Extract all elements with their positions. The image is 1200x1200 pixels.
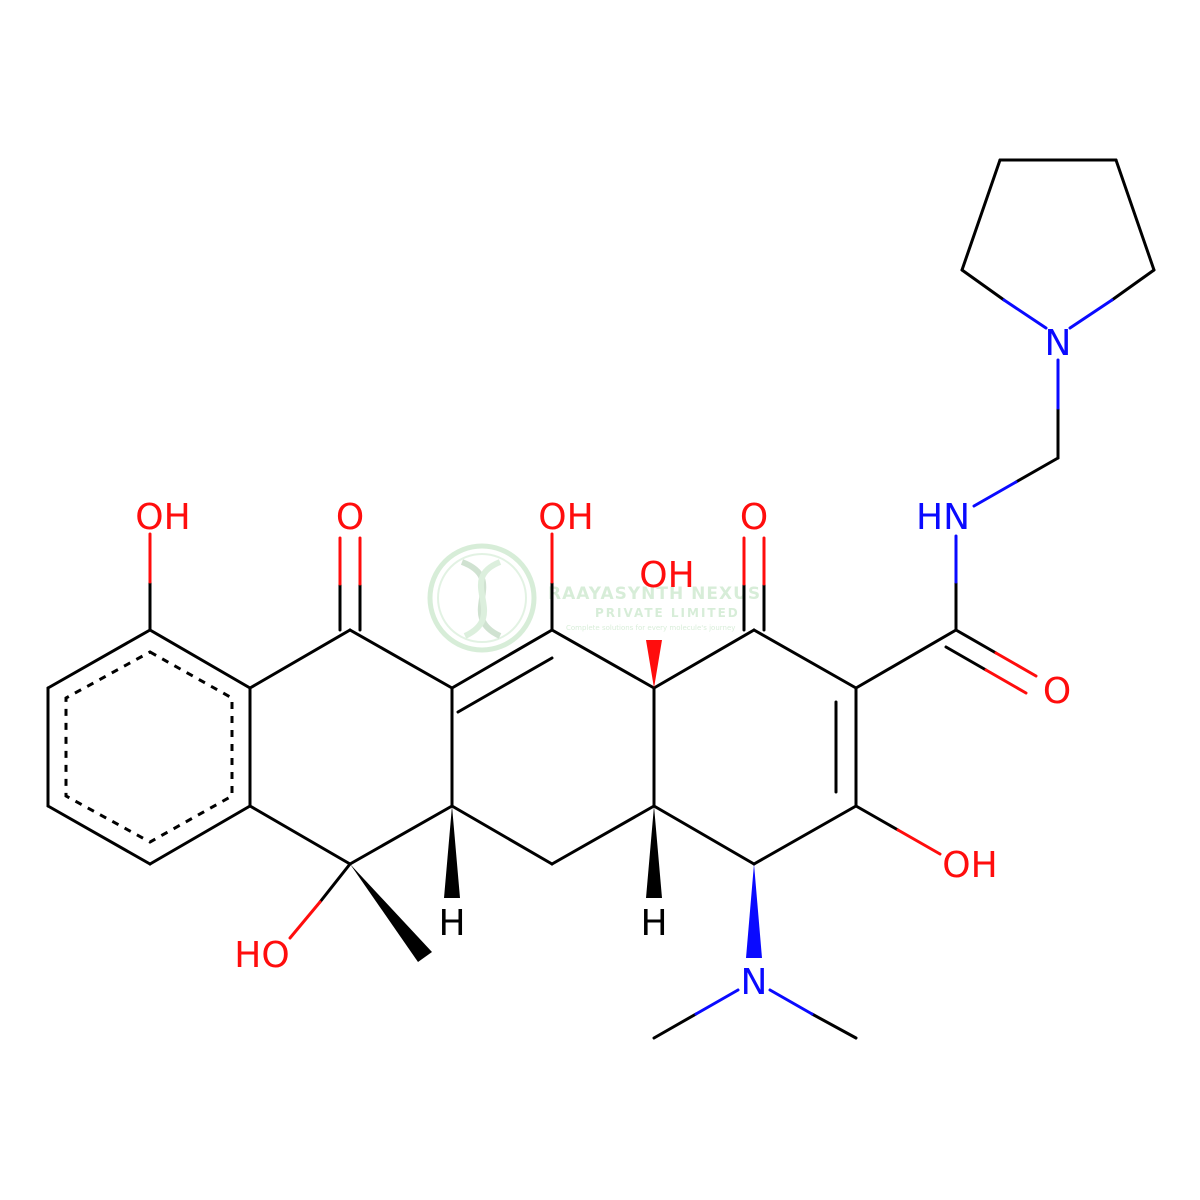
atom-o-ketone-left: O bbox=[336, 497, 364, 538]
wedge-bond-h-right bbox=[646, 806, 662, 898]
oxygen-bonds bbox=[148, 532, 1038, 940]
aromatic-ring-dashed bbox=[64, 650, 234, 844]
dna-helix-icon-strand bbox=[463, 559, 502, 639]
nitrogen-bonds bbox=[694, 298, 1114, 1016]
atom-oh-top-left: OH bbox=[135, 497, 190, 538]
atom-oh-enol: OH bbox=[538, 497, 593, 538]
watermark-subtitle: PRIVATE LIMITED bbox=[595, 606, 740, 620]
watermark-logo-ring bbox=[427, 543, 537, 653]
atom-n-pyrrolidine: N bbox=[1045, 323, 1072, 364]
atom-o-amide: O bbox=[1043, 671, 1071, 712]
atom-h-stereo-right: H bbox=[640, 903, 667, 944]
atom-nh-amide: HN bbox=[916, 497, 970, 538]
wedge-bond-nme2 bbox=[746, 864, 762, 958]
watermark-tagline: Complete solutions for every molecule's … bbox=[566, 624, 735, 632]
carbon-bonds bbox=[46, 158, 1156, 1040]
atom-ho-bottom: HO bbox=[234, 935, 289, 976]
atom-oh-ring-right: OH bbox=[942, 845, 997, 886]
watermark-logo-inner bbox=[437, 553, 527, 643]
wedge-bond-methyl bbox=[350, 864, 432, 962]
watermark-name: RAAYASYNTH NEXUS bbox=[548, 584, 761, 604]
dna-helix-icon bbox=[460, 559, 502, 639]
atom-labels: OH O OH O OH HN O N OH HO H H N bbox=[135, 323, 1071, 1003]
atom-o-ketone-right: O bbox=[740, 497, 768, 538]
atom-n-dimethylamino: N bbox=[741, 962, 768, 1003]
watermark: RAAYASYNTH NEXUS PRIVATE LIMITED Complet… bbox=[427, 543, 761, 653]
wedge-bond-h-left bbox=[444, 806, 460, 898]
wedge-bond-oh bbox=[646, 640, 662, 688]
atom-oh-bridgehead: OH bbox=[639, 555, 694, 596]
atom-h-stereo-left: H bbox=[438, 903, 465, 944]
